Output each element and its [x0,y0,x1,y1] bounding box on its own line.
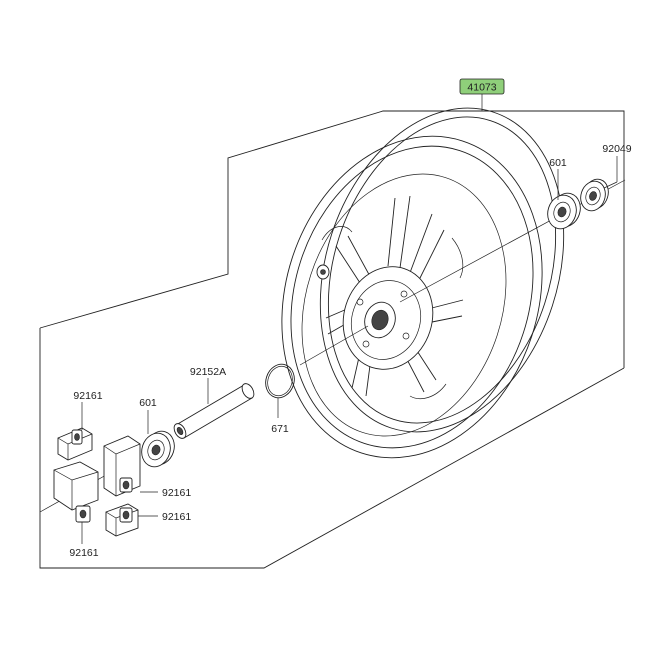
right-bearing [547,192,581,230]
label-damper-low-right: 92161 [162,511,191,523]
wheel-rim [281,107,565,459]
wheel-hub [316,264,434,370]
right-seal [580,178,609,212]
label-spacer: 92152A [190,366,226,378]
label-damper-top-left: 92161 [73,390,102,402]
o-ring [265,363,295,399]
axle-line-left [299,325,369,366]
label-right-bearing: 601 [549,157,567,169]
label-right-seal: 92049 [602,143,631,155]
damper-low-right [105,503,139,537]
damper-mid-right [103,435,141,497]
label-o-ring: 671 [271,423,289,435]
leader-lines [81,93,618,544]
wheel-part-number-badge [459,78,505,95]
label-damper-mid-right: 92161 [162,487,191,499]
damper-low-left [53,461,99,523]
spacer-tube [173,383,255,439]
label-left-bearing: 601 [139,397,157,409]
damper-top-left [57,427,93,461]
left-bearing [141,430,175,468]
assembly-frame [39,110,625,569]
label-damper-bottom-left: 92161 [69,547,98,559]
label-wheel: 41073 [467,82,496,94]
